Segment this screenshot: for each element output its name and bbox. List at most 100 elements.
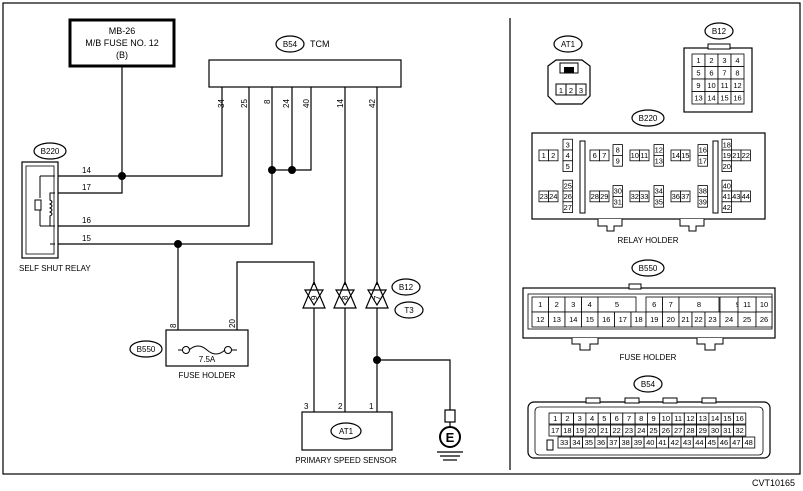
b12-view-pin: 1: [696, 56, 700, 65]
b54-view-pin: 13: [699, 414, 707, 423]
b220-view-pin: 6: [593, 151, 597, 160]
b220-view-pin: 9: [616, 157, 620, 166]
sensor-pin: 3: [304, 402, 309, 411]
b220-view-label: B220: [639, 114, 658, 123]
b12-view-pin: 14: [707, 93, 715, 102]
junction-dot: [174, 240, 182, 248]
b220-view-pin-cell: [740, 190, 751, 203]
b54-view-pin: 7: [627, 414, 631, 423]
tcm-pin: 42: [368, 99, 377, 108]
b220-view-pin: 5: [566, 162, 570, 171]
b54-view-pin: 14: [711, 414, 719, 423]
b54-view-pin: 45: [708, 438, 716, 447]
b54-view-pin: 40: [646, 438, 654, 447]
primary-speed-sensor: AT1 3 2 1 PRIMARY SPEED SENSOR: [295, 402, 397, 465]
b54-view-pin: 30: [711, 426, 719, 435]
b550-view-pin: 18: [634, 315, 642, 324]
b550-view-pin: 1: [538, 300, 542, 309]
b220-view-pin: 29: [600, 192, 608, 201]
b220-view-pin: 33: [640, 192, 648, 201]
b220-view-pin-cell: [697, 154, 708, 167]
b12-view-pin: 2: [709, 56, 713, 65]
tcm-label: TCM: [310, 39, 330, 49]
b54-view-pin: 43: [683, 438, 691, 447]
b220-view-pin: 4: [566, 151, 570, 160]
b220-view-pin: 40: [723, 181, 731, 190]
b220-view-pin-cell: [599, 149, 610, 162]
b54-view-pin: 25: [649, 426, 657, 435]
b220-view-pin: 13: [655, 157, 663, 166]
b54-view-pin: 41: [658, 438, 666, 447]
b54-view-pin: 12: [686, 414, 694, 423]
b54-view-pin: 27: [674, 426, 682, 435]
b12-view-pin: 11: [721, 81, 729, 90]
b12-view-pin: 3: [722, 56, 726, 65]
b54-view-pin: 19: [576, 426, 584, 435]
sensor-label: PRIMARY SPEED SENSOR: [295, 456, 397, 465]
fuse-holder-label: FUSE HOLDER: [179, 371, 236, 380]
b54-view-pin: 10: [662, 414, 670, 423]
b54-view-pin: 4: [590, 414, 594, 423]
b54-view-pin: 28: [686, 426, 694, 435]
at1-view-pin: 3: [579, 86, 583, 95]
fuse-holder-pin: 20: [228, 319, 237, 328]
b550-view-pin: 6: [652, 300, 656, 309]
b550-view-pin: 25: [743, 315, 751, 324]
diagram-frame: [2, 2, 801, 475]
b54-view-pin: 15: [723, 414, 731, 423]
fuse-box-line3: (B): [116, 50, 128, 60]
b12-view-pin: 6: [709, 68, 713, 77]
b12-view-pin: 13: [694, 93, 702, 102]
b54-view-pin: 5: [602, 414, 606, 423]
b220-view-pin-cell: [680, 149, 691, 162]
b54-view-pin: 11: [674, 414, 682, 423]
b54-view-pin: 39: [634, 438, 642, 447]
b220-view-pin: 25: [564, 181, 572, 190]
b54-view-pin: 38: [621, 438, 629, 447]
b220-view-pin: 28: [591, 192, 599, 201]
b220-view-pin: 38: [699, 187, 707, 196]
b12-pin: 9: [310, 295, 319, 300]
b220-view-pin: 42: [723, 203, 731, 212]
b54-view-pin: 44: [695, 438, 703, 447]
relay-pin: 16: [82, 216, 91, 225]
b550-view-pin: 3: [571, 300, 575, 309]
tcm-box: B54 TCM 34 25 8 24 40 14 42: [208, 35, 402, 108]
b220-view-pin: 7: [602, 151, 606, 160]
b54-view-pin: 21: [600, 426, 608, 435]
at1-view-pin: 2: [569, 86, 573, 95]
b220-view-pin: 18: [723, 140, 731, 149]
b54-view-pin: 46: [720, 438, 728, 447]
b550-view-pin: 19: [650, 315, 658, 324]
b550-view-pin: 8: [697, 300, 701, 309]
ground-label: E: [446, 430, 455, 445]
b550-pin-grid: 1234567891012131415161718192021222324252…: [531, 296, 773, 328]
b54-view-pin: 1: [553, 414, 557, 423]
wires: [55, 62, 451, 412]
tcm-pin: 34: [217, 99, 226, 108]
b550-view-pin: 4: [588, 300, 592, 309]
b12-connector-label: B12: [399, 283, 414, 292]
b220-view-pin: 24: [549, 192, 557, 201]
b220-view-pin: 34: [655, 187, 663, 196]
b220-view-pin: 2: [551, 151, 555, 160]
relay-pin: 14: [82, 166, 91, 175]
b220-view-pin: 8: [616, 146, 620, 155]
b220-view-pin: 43: [732, 192, 740, 201]
b220-view-pin: 17: [699, 157, 707, 166]
ground-symbol: E: [437, 409, 463, 461]
b12-terminal-label: T3: [404, 306, 414, 315]
b54-view-pin: 29: [699, 426, 707, 435]
b54-view-pin: 35: [585, 438, 593, 447]
b220-view-pin: 22: [742, 151, 750, 160]
b220-view-pin: 23: [540, 192, 548, 201]
b54-view-pin: 42: [671, 438, 679, 447]
b550-view-pin: 11: [743, 300, 751, 309]
b550-view-pin: 10: [760, 300, 768, 309]
b54-view-pin: 9: [651, 414, 655, 423]
b550-view-pin: 2: [555, 300, 559, 309]
relay-coil-symbol: [34, 175, 55, 245]
b220-view-pin: 36: [672, 192, 680, 201]
